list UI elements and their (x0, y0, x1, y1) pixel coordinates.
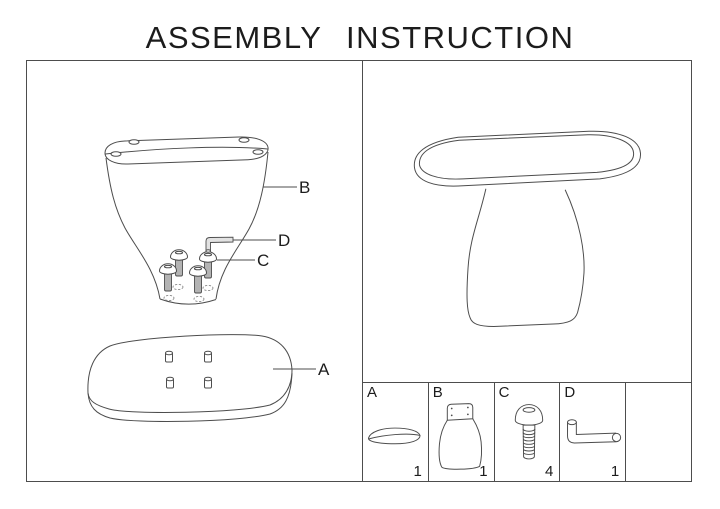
parts-cell-a: A 1 (363, 383, 428, 481)
callout-letter-D: D (278, 231, 290, 250)
callout-letter-A: A (318, 360, 330, 379)
part-quantity: 1 (413, 463, 422, 480)
screw-hole (202, 284, 214, 292)
screw-icon (514, 404, 543, 460)
allen-key-drawing (205, 236, 234, 253)
parts-list: A 1 B 1 C (363, 382, 691, 481)
screw (158, 263, 178, 292)
screw (169, 249, 189, 277)
screw-hole (163, 294, 175, 302)
assembled-view-panel (413, 130, 641, 327)
screws-drawing (158, 249, 218, 294)
exploded-view-panel: B D C A (87, 136, 330, 422)
parts-cell-b: B 1 (427, 383, 494, 481)
parts-cell-empty (625, 383, 691, 481)
part-quantity: 4 (545, 463, 554, 480)
panel-divider (362, 61, 363, 481)
assembled-table-drawing (413, 130, 641, 327)
part-letter: C (498, 384, 510, 401)
callout-letter-C: C (257, 251, 269, 270)
table-top-drawing (87, 334, 293, 422)
assembled-top-inner (418, 134, 635, 180)
callout-letter-B: B (299, 178, 310, 197)
threaded-boss (204, 350, 212, 363)
part-letter: B (432, 384, 443, 401)
screw (188, 265, 208, 294)
screw-hole (193, 295, 205, 303)
assembled-top-outer (413, 130, 641, 187)
screw-hole (172, 283, 184, 291)
pedestal-base-drawing (104, 136, 269, 305)
parts-cell-d: D 1 (559, 383, 625, 481)
threaded-boss (165, 350, 173, 363)
threaded-boss (166, 376, 174, 389)
allen-key-icon (567, 419, 622, 444)
part-quantity: 1 (610, 463, 620, 480)
table-top-icon (368, 427, 421, 445)
screw (198, 251, 218, 279)
page-title: ASSEMBLY INSTRUCTION (145, 20, 575, 55)
parts-cell-c: C 4 (493, 383, 560, 481)
pedestal-icon (438, 403, 482, 470)
part-letter: D (564, 384, 576, 401)
assembled-pedestal (466, 188, 585, 327)
drawing-frame: B D C A A 1 B (26, 60, 692, 482)
callouts: B D C A (217, 178, 330, 379)
part-letter: A (367, 384, 378, 401)
part-quantity: 1 (479, 463, 488, 480)
threaded-boss (204, 376, 212, 389)
